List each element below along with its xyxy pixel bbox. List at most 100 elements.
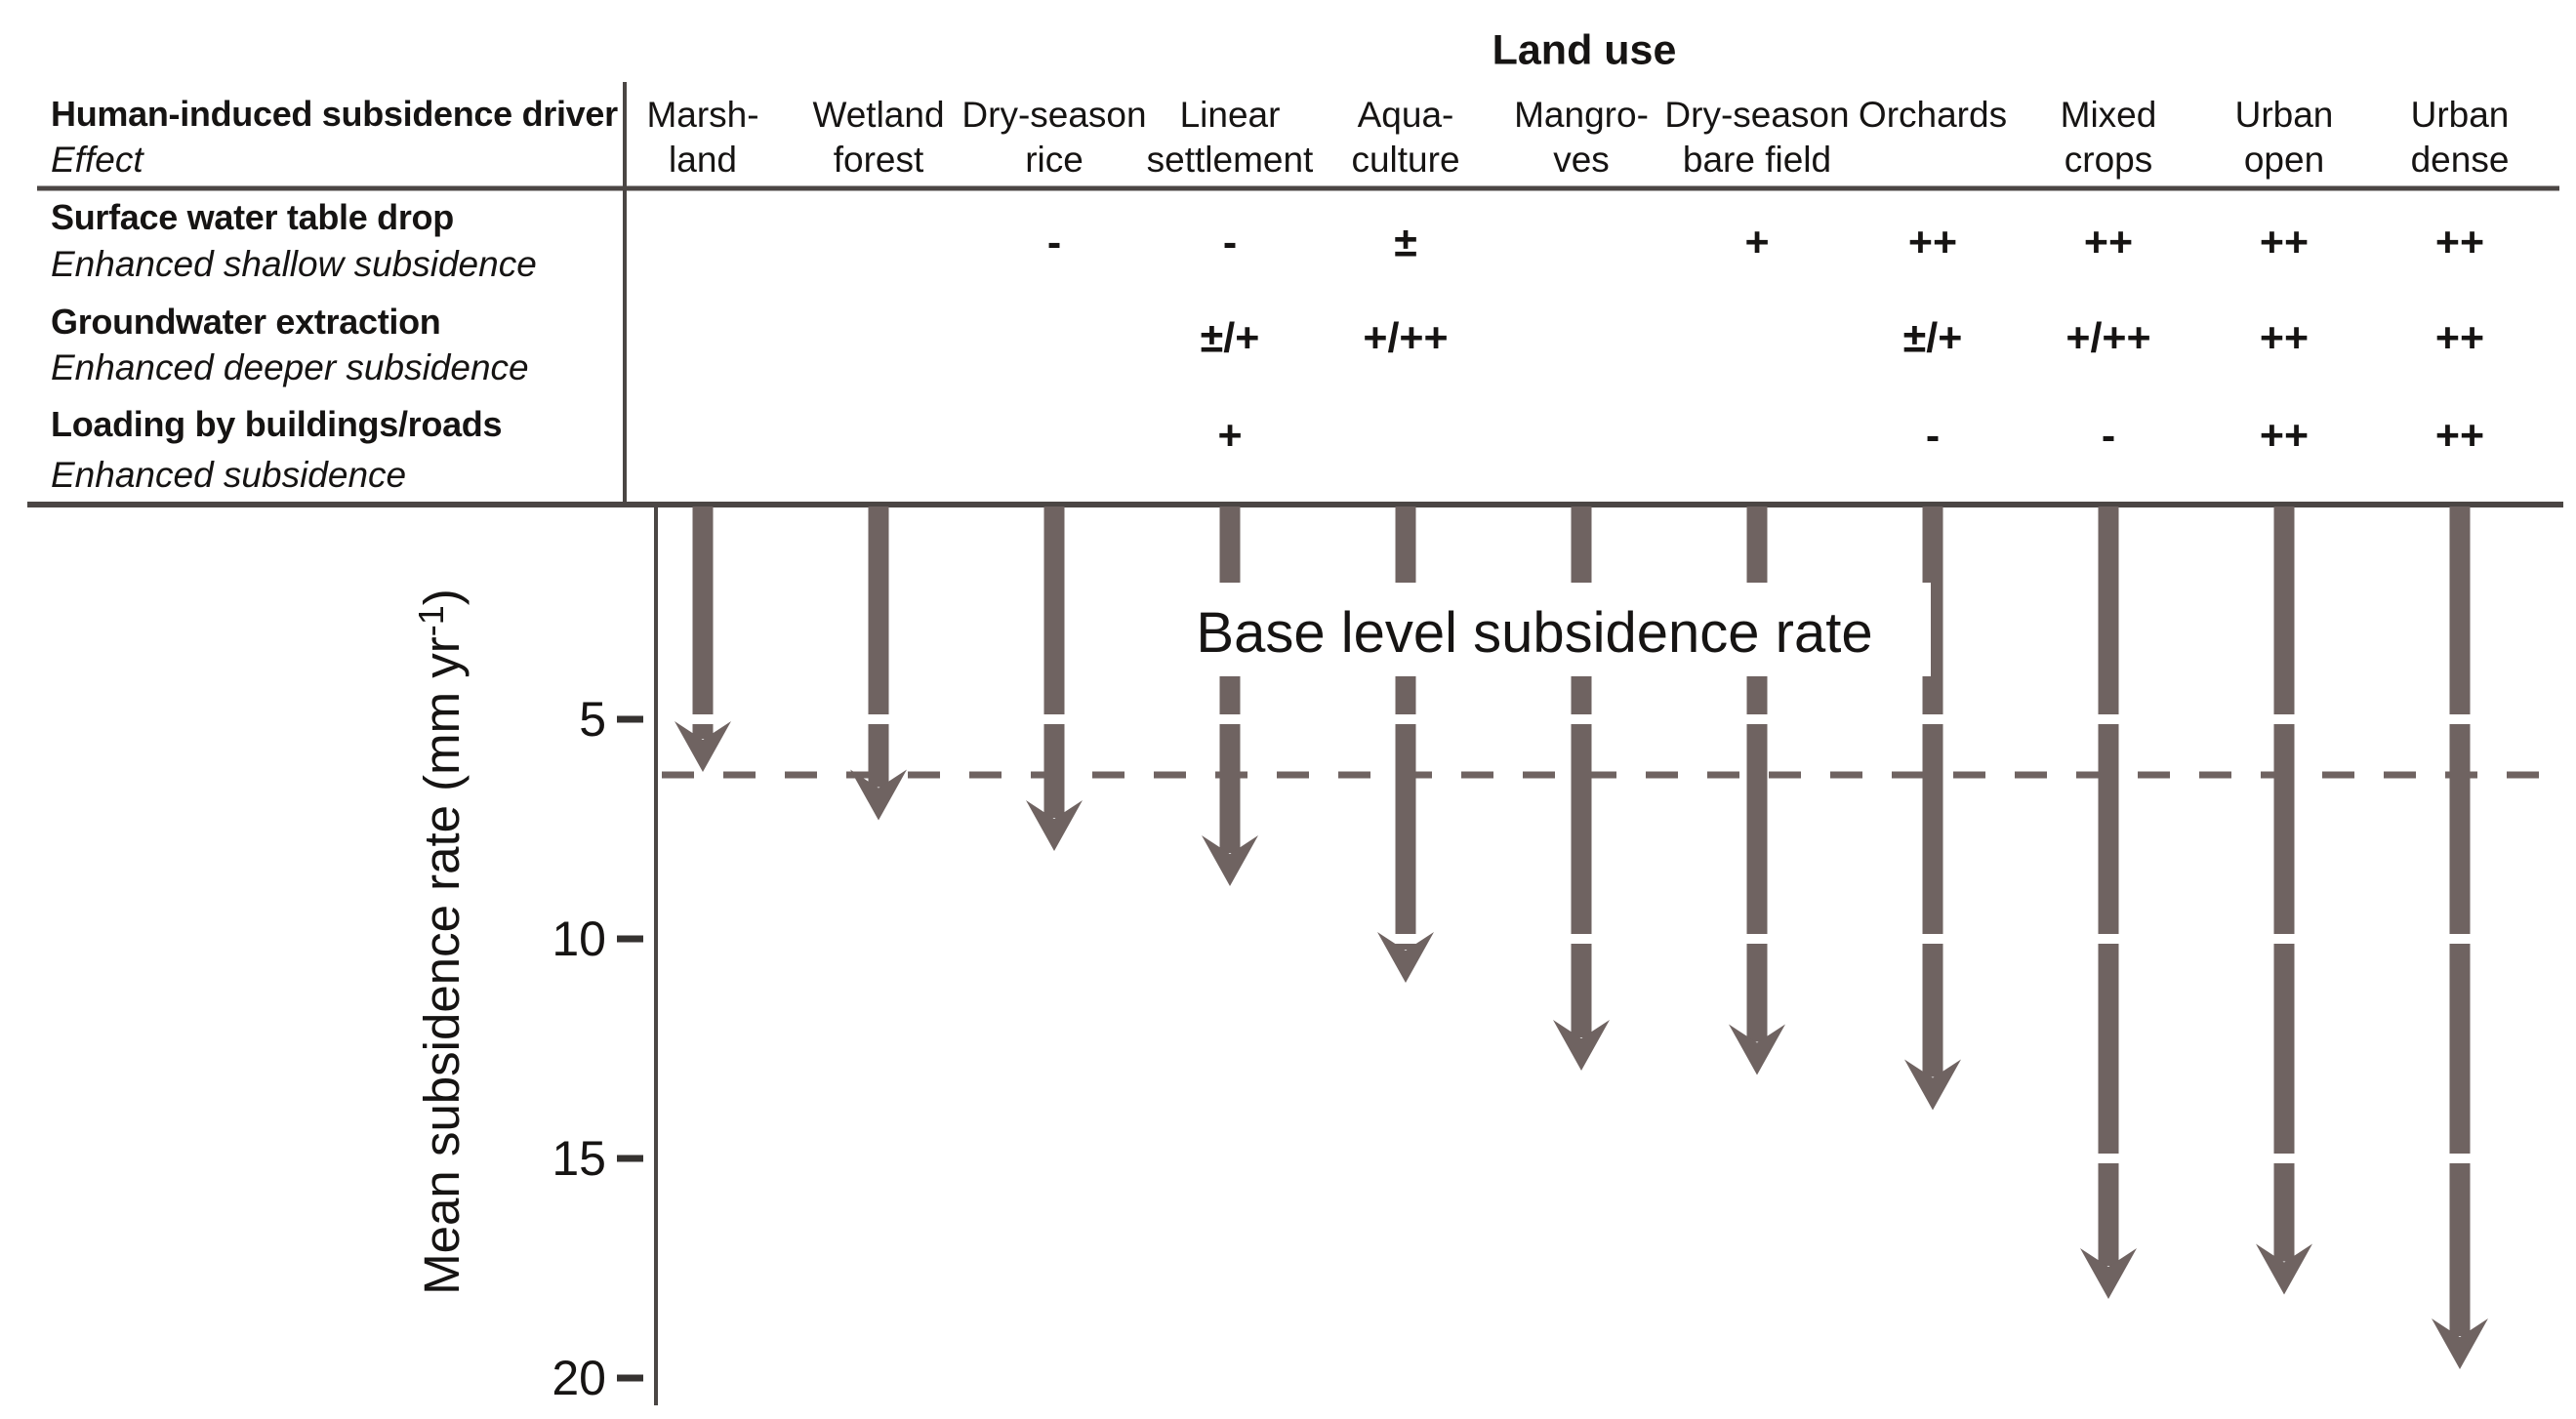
- impact-symbol: +/++: [1363, 314, 1449, 362]
- arrow-head: [675, 721, 731, 772]
- column-header-dry-seasonbare-field: Dry-season bare field: [1640, 93, 1874, 182]
- driver-label: Surface water table drop: [51, 197, 454, 237]
- impact-symbol: ++: [2434, 219, 2485, 266]
- column-header-line2: forest: [833, 140, 924, 180]
- y-tick-label-15: 15: [552, 1131, 606, 1186]
- arrow-shaft-gap: [691, 714, 715, 724]
- subsidence-arrow-aquaculture: [1377, 507, 1434, 983]
- arrow-shaft-gap: [2097, 934, 2120, 944]
- column-header-urbanopen: Urban open: [2167, 93, 2401, 182]
- arrow-shaft-gap: [2448, 934, 2472, 944]
- column-header-line1: Marsh-: [646, 95, 759, 135]
- arrow-shaft-gap: [1218, 714, 1242, 724]
- arrow-shaft: [1219, 507, 1241, 853]
- impact-symbol: ++: [2259, 314, 2310, 362]
- impact-symbol: ++: [2434, 412, 2485, 460]
- impact-symbol: -: [1046, 219, 1062, 266]
- column-header-line2: land: [669, 140, 737, 180]
- impact-symbol: -: [1222, 219, 1238, 266]
- arrow-head: [1553, 1020, 1610, 1071]
- column-header-line1: Urban: [2234, 95, 2334, 135]
- arrow-head: [2256, 1243, 2312, 1295]
- arrow-shaft-gap: [2097, 714, 2120, 724]
- arrow-shaft-gap: [1570, 714, 1593, 724]
- y-axis-label: Mean subsidence rate (mm yr-1): [411, 588, 470, 1295]
- arrow-shaft-gap: [2097, 1154, 2120, 1163]
- column-header-mangro-ves: Mangro-ves: [1464, 93, 1698, 182]
- arrow-shaft: [2273, 507, 2295, 1262]
- arrow-head: [1377, 932, 1434, 983]
- driver-label: Loading by buildings/roads: [51, 404, 503, 444]
- subsidence-arrow-urban-open: [2256, 507, 2312, 1295]
- arrow-head: [2080, 1248, 2137, 1299]
- y-tick-label-5: 5: [579, 692, 606, 747]
- column-header-line1: Linear: [1179, 95, 1281, 135]
- impact-symbol: ±/+: [1902, 314, 1963, 362]
- column-header-line2: settlement: [1146, 140, 1314, 180]
- arrow-shaft-gap: [1570, 934, 1593, 944]
- arrow-shaft: [1043, 507, 1065, 818]
- arrow-head: [850, 769, 907, 821]
- column-header-line1: Dry-season: [961, 95, 1147, 135]
- row-header-title: Human-induced subsidence driver: [51, 94, 618, 134]
- impact-symbol: ±/+: [1200, 314, 1260, 362]
- impact-symbol: ++: [2083, 219, 2134, 266]
- effect-label: Enhanced subsidence: [51, 455, 407, 495]
- arrow-shaft-gap: [2272, 714, 2296, 724]
- y-tick-label-10: 10: [552, 912, 606, 966]
- impact-symbol: +: [1217, 412, 1243, 460]
- arrow-shaft: [868, 507, 889, 788]
- arrow-shaft-gap: [867, 714, 890, 724]
- subsidence-arrow-urban-dense: [2432, 507, 2488, 1369]
- column-header-line1: Orchards: [1858, 95, 2008, 135]
- arrow-head: [1729, 1024, 1785, 1075]
- effect-label: Enhanced deeper subsidence: [51, 347, 529, 387]
- arrow-shaft-gap: [1745, 934, 1769, 944]
- column-header-aqua-culture: Aqua-culture: [1288, 93, 1523, 182]
- column-header-line1: Mixed: [2060, 95, 2157, 135]
- column-header-line2: ves: [1553, 140, 1610, 180]
- column-header-line2: open: [2243, 140, 2325, 180]
- column-header-line2: rice: [1025, 140, 1084, 180]
- arrow-shaft-gap: [2448, 1154, 2472, 1163]
- arrow-shaft: [2449, 507, 2471, 1336]
- column-header-line1: Wetland: [812, 95, 945, 135]
- chart-title: Base level subsidence rate: [1196, 601, 1872, 665]
- subsidence-arrow-mixed-crops: [2080, 507, 2137, 1299]
- impact-symbol: ++: [2259, 412, 2310, 460]
- arrow-shaft: [1395, 507, 1416, 950]
- arrow-shaft-gap: [2272, 934, 2296, 944]
- arrow-shaft-gap: [1745, 714, 1769, 724]
- impact-symbol: ++: [2259, 219, 2310, 266]
- impact-symbol: +: [1744, 219, 1770, 266]
- impact-symbol: ±: [1394, 219, 1417, 266]
- arrow-head: [1904, 1059, 1961, 1111]
- column-header-line1: Aqua-: [1357, 95, 1454, 135]
- arrow-shaft-gap: [2272, 1154, 2296, 1163]
- column-header-marsh-land: Marsh-land: [586, 93, 820, 182]
- column-header-line2: culture: [1351, 140, 1460, 180]
- land-use-title: Land use: [1492, 26, 1677, 74]
- arrow-shaft-gap: [1921, 714, 1944, 724]
- impact-symbol: -: [1925, 412, 1941, 460]
- column-header-line2: bare field: [1682, 140, 1832, 180]
- driver-label: Groundwater extraction: [51, 302, 441, 342]
- impact-symbol: -: [2101, 412, 2116, 460]
- effect-label: Enhanced shallow subsidence: [51, 244, 537, 284]
- column-header-orchards: Orchards: [1816, 93, 2050, 138]
- column-header-line2: crops: [2064, 140, 2153, 180]
- impact-symbol: +/++: [2065, 314, 2151, 362]
- subsidence-arrow-dry-season-rice: [1026, 507, 1083, 851]
- column-header-line1: Urban: [2410, 95, 2510, 135]
- impact-symbol: ++: [1907, 219, 1958, 266]
- impact-symbol: ++: [2434, 314, 2485, 362]
- arrow-shaft-gap: [2448, 714, 2472, 724]
- column-header-line1: Mangro-: [1514, 95, 1649, 135]
- column-header-line1: Dry-season: [1664, 95, 1850, 135]
- arrow-shaft-gap: [1394, 714, 1417, 724]
- subsidence-arrow-wetland-forest: [850, 507, 907, 821]
- column-header-dry-seasonrice: Dry-season rice: [937, 93, 1171, 182]
- subsidence-arrow-marshland: [675, 507, 731, 772]
- column-header-mixedcrops: Mixed crops: [1991, 93, 2226, 182]
